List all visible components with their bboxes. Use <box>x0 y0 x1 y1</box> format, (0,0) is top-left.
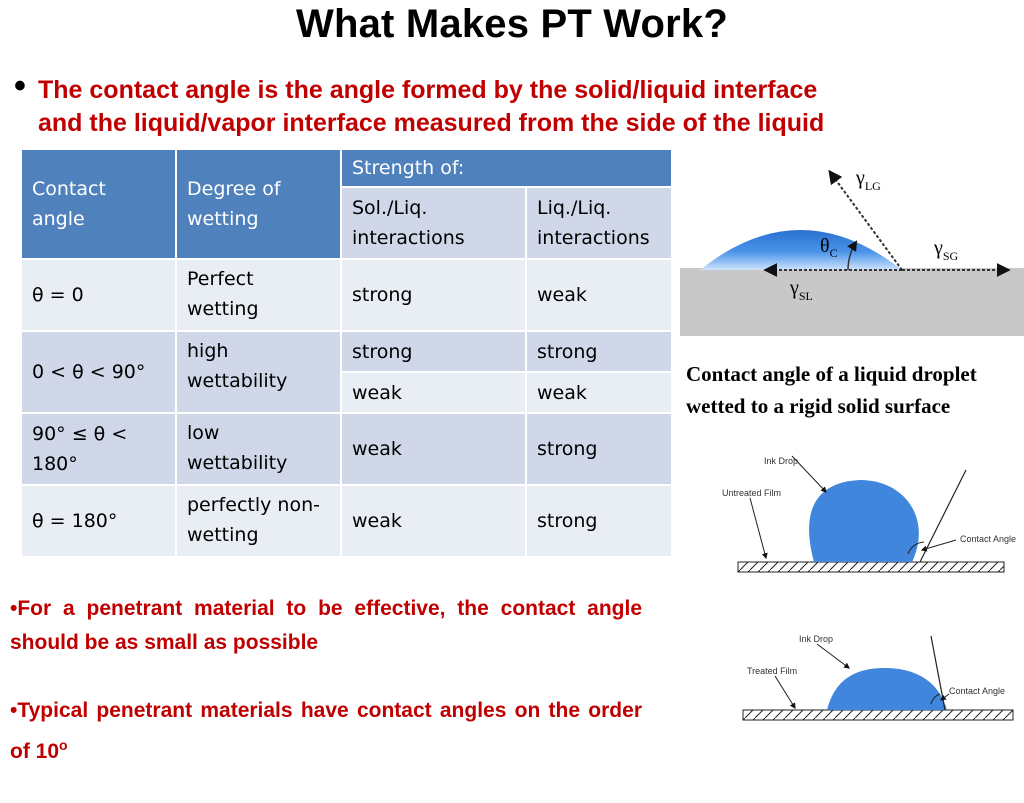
theta-arc <box>847 240 858 271</box>
gamma-sg-label: γSG <box>933 237 959 263</box>
cell-sol-liq: weak <box>340 371 527 414</box>
bullet-dot: • <box>14 67 26 105</box>
cell-angle: θ = 180° <box>20 484 177 558</box>
treated-angle-arc <box>930 693 941 705</box>
cell-sol-liq: weak <box>340 412 527 486</box>
cell-degree: high wettability <box>175 330 342 414</box>
treated-ink-drop <box>827 668 947 710</box>
untreated-angle-pointer <box>920 539 957 552</box>
cell-liq-liq: weak <box>525 258 673 332</box>
gamma-lg-arrow <box>828 169 903 271</box>
cell-degree: perfectly non-wetting <box>175 484 342 558</box>
cell-liq-liq: strong <box>525 412 673 486</box>
table-subheader-row: Sol./Liq. interactions Liq./Liq. interac… <box>21 186 673 260</box>
cell-liq-liq: strong <box>525 330 673 373</box>
table-row: 0 < θ < 90° high wettability strong stro… <box>20 330 673 414</box>
untreated-angle-label: Contact Angle <box>960 534 1016 544</box>
treated-film-substrate <box>742 709 1014 721</box>
slide-title: What Makes PT Work? <box>295 2 729 46</box>
intro-line-1: The contact angle is the angle formed by… <box>38 76 818 104</box>
treated-film-pointer <box>774 675 796 710</box>
cell-angle: 90° ≤ θ < 180° <box>20 412 177 486</box>
cell-angle: 0 < θ < 90° <box>20 330 177 414</box>
cell-liq-liq: weak <box>525 371 673 414</box>
cell-sol-liq: weak <box>340 484 527 558</box>
table-row: θ = 0 Perfect wetting strong weak <box>20 258 673 332</box>
untreated-tangent-line <box>919 469 967 563</box>
gamma-lg-label: γLG <box>855 167 881 193</box>
untreated-film-label: Untreated Film <box>722 488 781 498</box>
untreated-ink-drop <box>809 480 919 562</box>
table-row: 90° ≤ θ < 180° low wettability weak stro… <box>20 412 673 486</box>
cell-liq-liq: strong <box>525 484 673 558</box>
untreated-film-substrate <box>737 561 1005 573</box>
treated-angle-pointer <box>940 693 950 701</box>
contact-angle-diagram: γLG γSG γSL θC <box>680 167 1024 336</box>
notes: •For a penetrant material to be effectiv… <box>10 592 642 803</box>
wetting-table: Contact angle Degree of wetting Strength… <box>20 148 673 558</box>
cell-sol-liq: strong <box>340 258 527 332</box>
treated-film-diagram: Ink Drop Treated Film Contact Angle <box>742 634 1014 721</box>
header-liq-liq: Liq./Liq. interactions <box>525 186 673 260</box>
diagram-caption: Contact angle of a liquid droplet wetted… <box>686 362 977 418</box>
cell-sol-liq: strong <box>340 330 527 373</box>
liquid-droplet <box>700 230 902 270</box>
cell-degree: Perfect wetting <box>175 258 342 332</box>
treated-ink-label: Ink Drop <box>799 634 833 644</box>
header-degree-of-wetting: Degree of wetting <box>175 148 342 260</box>
treated-film-label: Treated Film <box>747 666 797 676</box>
cell-angle: θ = 0 <box>20 258 177 332</box>
gamma-sl-label: γSL <box>789 277 813 303</box>
table-row: weak weak <box>21 371 673 414</box>
solid-surface <box>680 268 1024 336</box>
header-contact-angle: Contact angle <box>20 148 177 260</box>
untreated-film-diagram: Ink Drop Untreated Film Contact Angle <box>722 455 1016 573</box>
cell-degree: low wettability <box>175 412 342 486</box>
header-strength-of: Strength of: <box>340 148 673 188</box>
untreated-film-pointer <box>749 497 768 560</box>
untreated-angle-arc <box>907 541 925 555</box>
untreated-ink-label: Ink Drop <box>764 456 798 466</box>
table-header-row: Contact angle Degree of wetting Strength… <box>20 148 673 260</box>
intro-line-2: and the liquid/vapor interface measured … <box>38 109 825 137</box>
treated-ink-pointer <box>816 643 850 669</box>
table-row: θ = 180° perfectly non-wetting weak stro… <box>20 484 673 558</box>
treated-angle-label: Contact Angle <box>949 686 1005 696</box>
untreated-ink-pointer <box>791 455 827 493</box>
note-penetrant-effective: •For a penetrant material to be effectiv… <box>10 597 642 654</box>
theta-c-label: θC <box>820 235 838 260</box>
note-typical-angles: •Typical penetrant materials have contac… <box>10 699 642 763</box>
header-sol-liq: Sol./Liq. interactions <box>340 186 527 260</box>
